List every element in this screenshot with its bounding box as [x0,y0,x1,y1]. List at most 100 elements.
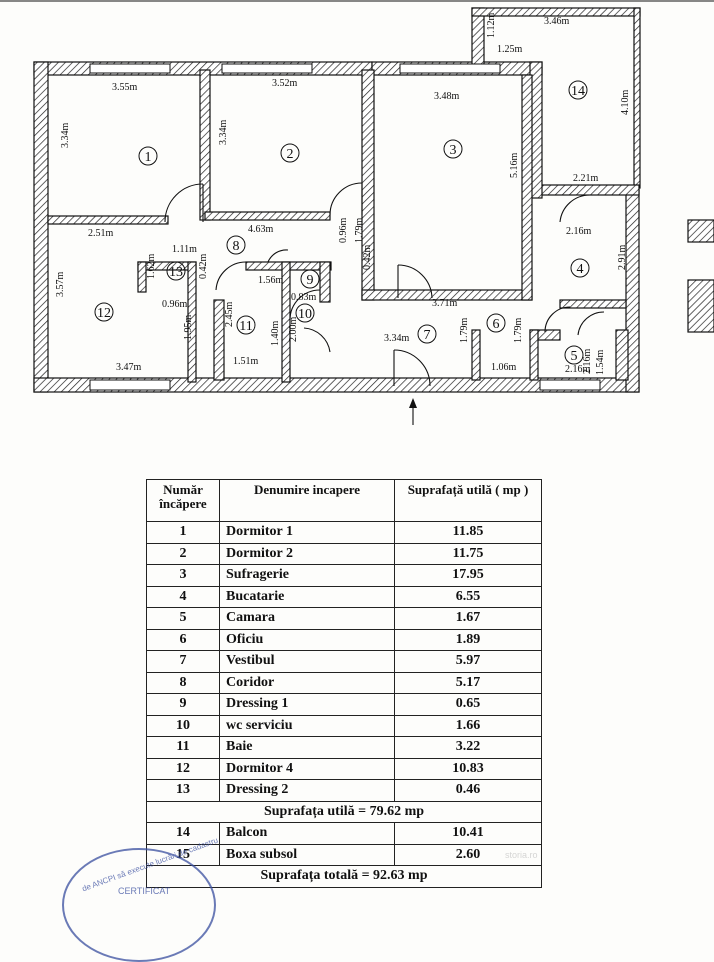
dimension-label: 2.45m [224,302,235,328]
room-name-cell: Dormitor 4 [219,757,395,780]
dimension-label: 2.91m [617,245,628,271]
room-area-cell: 10.41 [394,822,542,845]
room-number: 8 [233,239,240,254]
neighbor-fragment [687,219,714,333]
entrance-arrow [409,398,417,425]
room-number-cell: 10 [146,714,220,737]
room-number-circle [295,303,315,323]
room-number-cell: 6 [146,628,220,651]
room-number: 9 [307,273,314,288]
dimension-label: 3.34m [218,120,229,146]
header-area: Suprafață utilă ( mp ) [394,479,542,522]
room-number-circle [570,258,590,278]
room-number-circle [280,143,300,163]
watermark: storia.ro [505,850,538,860]
room-area-cell: 3.22 [394,736,542,759]
dimension-label: 1.40m [270,321,281,347]
dimension-label: 1.11m [172,244,197,255]
dimension-label: 1.12m [486,13,497,39]
room-number-cell: 12 [146,757,220,780]
doors [164,182,605,387]
room-area-cell: 5.17 [394,671,542,694]
dimension-label: 1.95m [183,315,194,341]
room-name-cell: Dormitor 1 [219,521,395,544]
room-number-cell: 13 [146,779,220,802]
room-number: 2 [287,147,294,162]
room-number-cell: 3 [146,564,220,587]
room-number-circle [94,302,114,322]
dimension-label: 3.47m [116,362,142,373]
room-number: 1 [145,150,152,165]
room-number: 6 [493,317,500,332]
room-name-cell: Dressing 1 [219,693,395,716]
dimension-label: 0.83m [291,292,317,303]
dimension-label: 3.55m [112,82,138,93]
room-number-circle [417,324,437,344]
room-number-circle [300,269,320,289]
room-area-table: Număr încăpere Denumire incapere Suprafa… [146,479,542,888]
room-name-cell: Boxa subsol [219,843,395,866]
dimension-label: 3.34m [384,333,410,344]
subtotal-row-cell: Suprafața utilă = 79.62 mp [146,800,542,823]
dimension-label: 5.16m [509,153,520,179]
windows [89,63,601,391]
interior-walls [47,69,629,383]
dimension-label: 2.16m [582,349,593,375]
dimension-label: 0.96m [338,218,349,244]
room-number-cell: 4 [146,585,220,608]
dimension-label: 3.48m [434,91,460,102]
dimension-label: 1.06m [491,362,517,373]
dimension-label: 4.10m [620,90,631,116]
dimension-label: 3.71m [432,298,458,309]
dimension-label: 1.51m [233,356,259,367]
room-number-cell: 7 [146,650,220,673]
subtotal-row: Suprafața utilă = 79.62 mp [146,800,542,823]
room-name-cell: wc serviciu [219,714,395,737]
room-number: 10 [298,307,312,322]
room-number-circle [486,313,506,333]
room-name-cell: Coridor [219,671,395,694]
dimension-label: 0.96m [162,299,188,310]
dimension-label: 3.46m [544,16,570,27]
room-number: 4 [577,262,584,277]
room-area-cell: 1.89 [394,628,542,651]
room-name-cell: Dormitor 2 [219,542,395,565]
header-room-name: Denumire incapere [219,479,395,522]
room-number-cell: 11 [146,736,220,759]
room-number: 5 [571,349,578,364]
room-number-circle [443,139,463,159]
room-number-circle [166,261,186,281]
dimension-label: 2.16m [565,364,591,375]
room-number-circle [564,345,584,365]
room-number-circle [568,80,588,100]
total-row-cell: Suprafața totală = 92.63 mp [146,865,542,888]
table-header-row: Număr încăpere Denumire incapere Suprafa… [146,479,542,522]
room-name-cell: Balcon [219,822,395,845]
room-area-cell: 1.66 [394,714,542,737]
header-room-number: Număr încăpere [146,479,220,522]
dimension-label: 1.56m [258,275,284,286]
dimension-label: 3.34m [60,123,71,149]
dimension-label: 2.00m [288,317,299,343]
room-area-cell: 0.65 [394,693,542,716]
dimension-label: 0.42m [198,254,209,280]
room-number: 14 [571,84,585,99]
room-name-cell: Oficiu [219,628,395,651]
room-number-circle [236,315,256,335]
room-number: 7 [424,328,431,343]
